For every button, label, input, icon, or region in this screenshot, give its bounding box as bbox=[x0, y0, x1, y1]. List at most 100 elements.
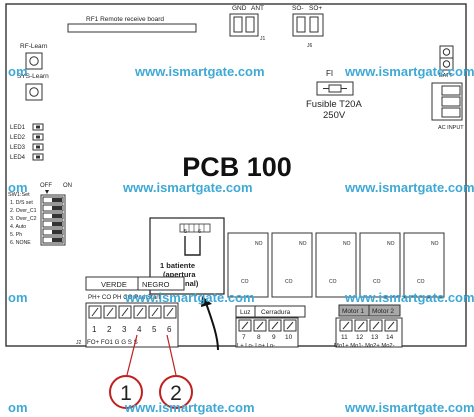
j1-label: J1 bbox=[260, 36, 266, 42]
motor1-label: Motor 1 bbox=[342, 308, 364, 315]
motor-terminal-block bbox=[335, 317, 403, 348]
svg-text:NO: NO bbox=[343, 241, 351, 247]
relay-5: NO CO bbox=[403, 232, 445, 298]
so-minus-label: SO- bbox=[292, 5, 304, 12]
svg-text:NO: NO bbox=[299, 241, 307, 247]
left-num-1: 1 bbox=[92, 325, 97, 334]
marker-1 bbox=[109, 375, 143, 409]
led1-label: LED1 bbox=[10, 125, 26, 131]
relay-2: NO CO bbox=[271, 232, 313, 298]
mid-num-10: 10 bbox=[285, 334, 293, 341]
switch-on-label: ON bbox=[63, 183, 72, 189]
j6-label: J6 bbox=[307, 43, 313, 49]
led3-label: LED3 bbox=[10, 145, 26, 151]
watermark-6: www.ismartgate.com bbox=[344, 290, 474, 305]
callout-pin6: 6 bbox=[198, 229, 201, 235]
gnd-label: GND bbox=[232, 5, 247, 12]
left-num-5: 5 bbox=[152, 325, 157, 334]
cerradura-label: Cerradura bbox=[261, 309, 291, 316]
watermark-edge-3: om bbox=[8, 290, 28, 305]
fuse-voltage: 250V bbox=[323, 110, 346, 121]
marker-2-label: 2 bbox=[170, 382, 182, 405]
led2-label: LED2 bbox=[10, 135, 26, 141]
ac-input-connector bbox=[431, 82, 463, 121]
rf-learn-button[interactable] bbox=[25, 52, 43, 70]
watermark-edge-4: om bbox=[8, 400, 28, 415]
svg-text:CO: CO bbox=[417, 279, 425, 285]
svg-text:CO: CO bbox=[285, 279, 293, 285]
mid-num-9: 9 bbox=[272, 334, 276, 341]
sys-learn-label: SYS-Learn bbox=[17, 73, 49, 80]
so-connector bbox=[292, 13, 324, 37]
dip-switch[interactable] bbox=[40, 194, 66, 246]
left-num-6: 6 bbox=[167, 325, 172, 334]
switch-item-6: 6. NONE bbox=[10, 240, 31, 246]
left-bottom-pins: FO+ FO1 G G S S bbox=[87, 339, 138, 346]
svg-text:NO: NO bbox=[255, 241, 263, 247]
led4-label: LED4 bbox=[10, 155, 26, 161]
ac-input-label: AC INPUT bbox=[438, 125, 464, 131]
relay-row: NO CO NO CO NO CO NO CO NO CO bbox=[227, 232, 445, 298]
mid-bottom-pins: L+ Lo- Lo+ Lo- bbox=[237, 343, 275, 349]
switch-item-2: 2. Over_C1 bbox=[10, 208, 37, 214]
callout-line1: 1 batiente bbox=[160, 261, 195, 270]
left-terminal-block bbox=[85, 302, 179, 348]
motor-bottom-pins: Mo1+ Mo1- Mo2+ Mo2- bbox=[334, 343, 395, 349]
rf-learn-label: RF-Learn bbox=[20, 43, 48, 50]
watermark-1: www.ismartgate.com bbox=[134, 64, 265, 79]
verde-label: VERDE bbox=[101, 280, 127, 289]
fuse-icon bbox=[316, 81, 354, 96]
svg-text:CO: CO bbox=[373, 279, 381, 285]
left-num-3: 3 bbox=[122, 325, 127, 334]
marker2-line bbox=[166, 334, 177, 376]
switch-item-1: 1. D/S set bbox=[10, 200, 33, 206]
cerradura-box bbox=[254, 305, 306, 318]
left-top-pins: PH+ CO PH CO Ped Start bbox=[88, 294, 160, 301]
fuse-symbol: FI bbox=[326, 69, 333, 78]
j2-label: J2 bbox=[76, 340, 82, 346]
fuse-rating: Fusible T20A bbox=[306, 99, 362, 110]
led-icons bbox=[32, 123, 44, 161]
motor-num-13: 13 bbox=[371, 334, 379, 341]
negro-box bbox=[137, 276, 185, 291]
mid-num-8: 8 bbox=[257, 334, 261, 341]
watermark-edge-1: om bbox=[8, 64, 28, 79]
watermark-4: www.ismartgate.com bbox=[344, 180, 474, 195]
switch-off-label: OFF bbox=[40, 183, 52, 189]
batt-connector bbox=[439, 45, 454, 71]
motor2-box bbox=[368, 304, 401, 317]
callout-pin5: 5 bbox=[184, 229, 187, 235]
arrow-head-icon bbox=[201, 296, 212, 307]
watermark-5: www.ismartgate.com bbox=[124, 290, 255, 305]
svg-text:NO: NO bbox=[387, 241, 395, 247]
svg-text:CO: CO bbox=[241, 279, 249, 285]
relay-1: NO CO bbox=[227, 232, 269, 298]
left-num-2: 2 bbox=[107, 325, 112, 334]
callout-arrow bbox=[204, 299, 219, 351]
motor-num-11: 11 bbox=[341, 334, 348, 341]
relay-3: NO CO bbox=[315, 232, 357, 298]
watermark-edge-2: om bbox=[8, 180, 28, 195]
motor-num-14: 14 bbox=[386, 334, 394, 341]
so-plus-label: SO+ bbox=[309, 5, 322, 12]
antenna-connector bbox=[229, 13, 259, 37]
marker-1-label: 1 bbox=[120, 382, 132, 405]
watermark-3: www.ismartgate.com bbox=[122, 180, 253, 195]
switch-item-4: 4. Auto bbox=[10, 224, 26, 230]
marker1-line bbox=[126, 334, 138, 376]
mid-terminal-block bbox=[235, 317, 299, 348]
sys-learn-button[interactable] bbox=[25, 83, 43, 101]
ant-label: ANT bbox=[251, 5, 264, 12]
mid-num-7: 7 bbox=[242, 334, 246, 341]
motor-num-12: 12 bbox=[356, 334, 364, 341]
svg-text:NO: NO bbox=[431, 241, 439, 247]
switch-title: SW1:Set bbox=[8, 192, 30, 198]
watermark-2: www.ismartgate.com bbox=[344, 64, 474, 79]
rf-board-label: RF1 Remote receive board bbox=[86, 16, 164, 23]
batt-label: BATT bbox=[439, 73, 453, 79]
left-num-4: 4 bbox=[137, 325, 142, 334]
callout-line2: (apertura bbox=[163, 270, 196, 279]
motor2-label: Motor 2 bbox=[372, 308, 394, 315]
switch-item-5: 5. Ph bbox=[10, 232, 22, 238]
svg-text:CO: CO bbox=[329, 279, 337, 285]
